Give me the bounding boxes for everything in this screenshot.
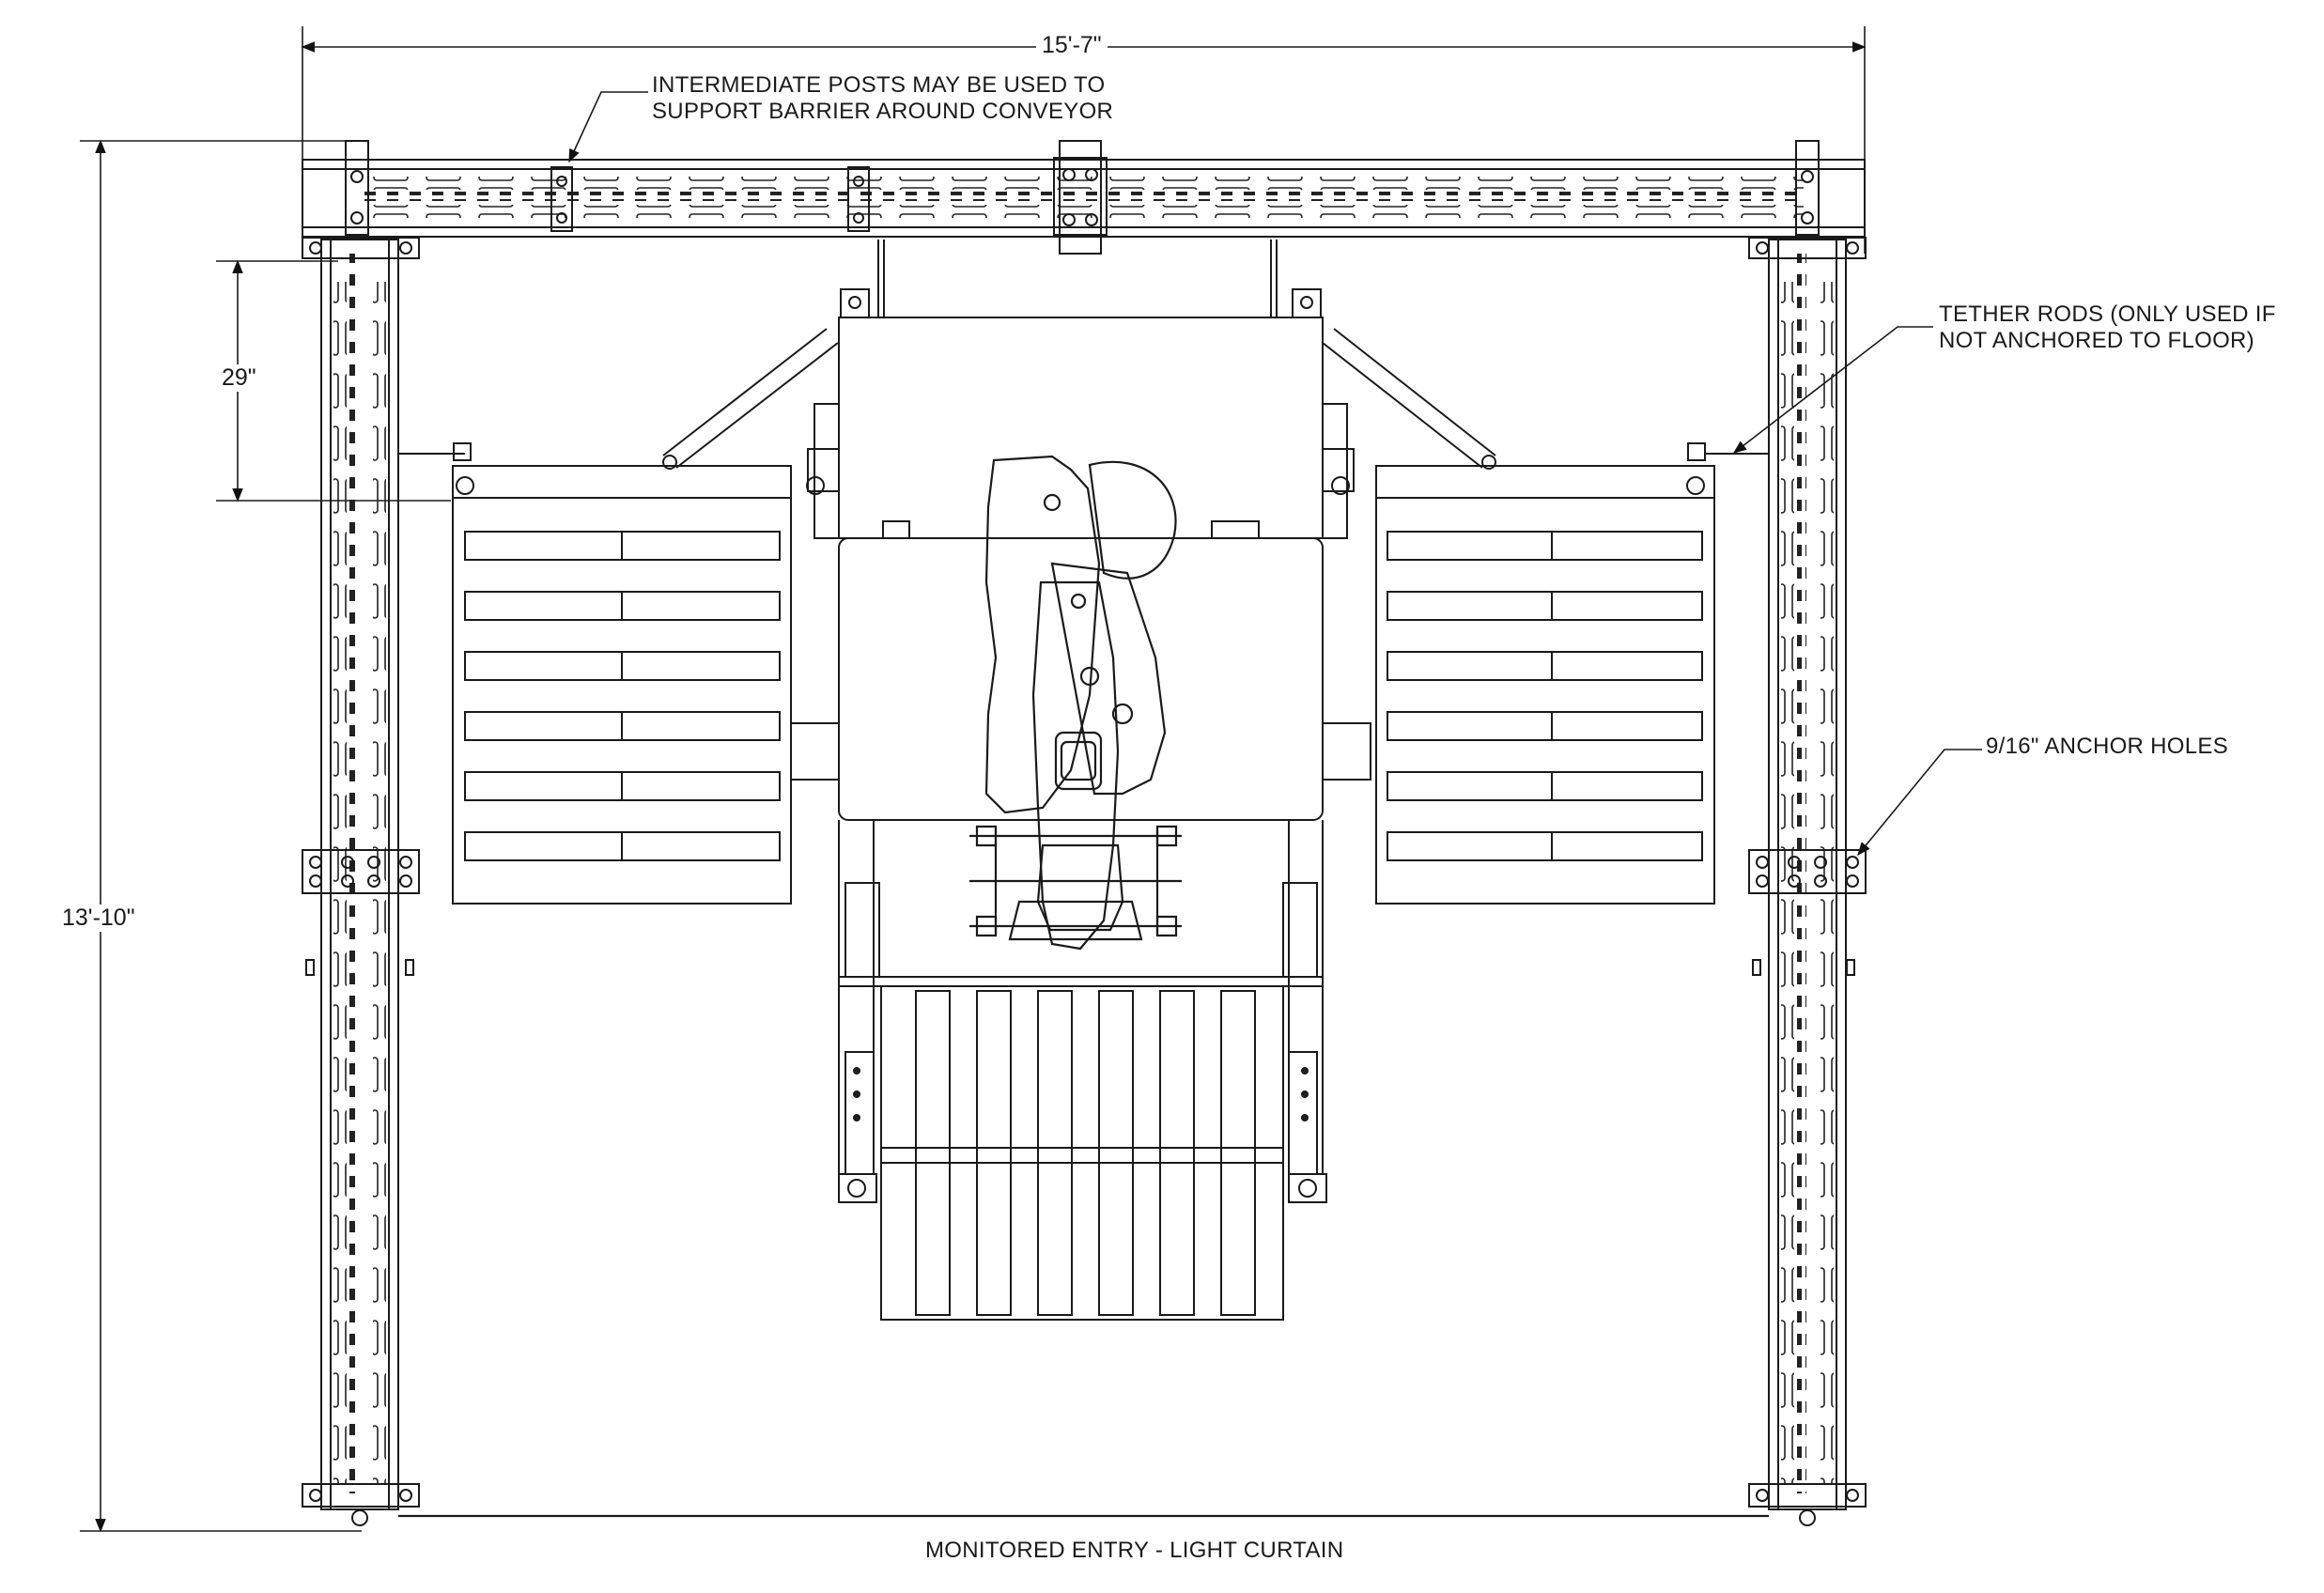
depth-dimension xyxy=(80,139,362,1533)
right-fence-post xyxy=(1749,238,1866,1525)
pallet-offset-label: 29" xyxy=(216,364,262,392)
tether-rods-callout-line2: NOT ANCHORED TO FLOOR) xyxy=(1939,328,2254,353)
intermediate-posts-callout-line2: SUPPORT BARRIER AROUND CONVEYOR xyxy=(652,99,1114,124)
left-pallet-station xyxy=(453,466,824,904)
intermediate-posts-callout-line1: INTERMEDIATE POSTS MAY BE USED TO xyxy=(652,72,1106,98)
callout-leaders xyxy=(569,92,1982,857)
overall-width-label: 15'-7" xyxy=(1036,32,1108,59)
left-fence-post xyxy=(302,238,419,1525)
centre-pallet-lift xyxy=(839,820,1326,1202)
tether-rods xyxy=(398,240,1769,460)
robot-arm xyxy=(969,456,1182,949)
right-pallet-station xyxy=(1332,466,1714,904)
monitored-entry-label: MONITORED ENTRY - LIGHT CURTAIN xyxy=(925,1538,1344,1563)
top-barrier-beam xyxy=(302,141,1865,254)
anchor-holes-callout: 9/16" ANCHOR HOLES xyxy=(1986,734,2229,759)
overall-depth-label: 13'-10" xyxy=(56,905,141,932)
robot-base-frame xyxy=(663,289,1495,820)
tether-rods-callout-line1: TETHER RODS (ONLY USED IF xyxy=(1939,302,2276,327)
centre-pallet xyxy=(881,986,1283,1320)
